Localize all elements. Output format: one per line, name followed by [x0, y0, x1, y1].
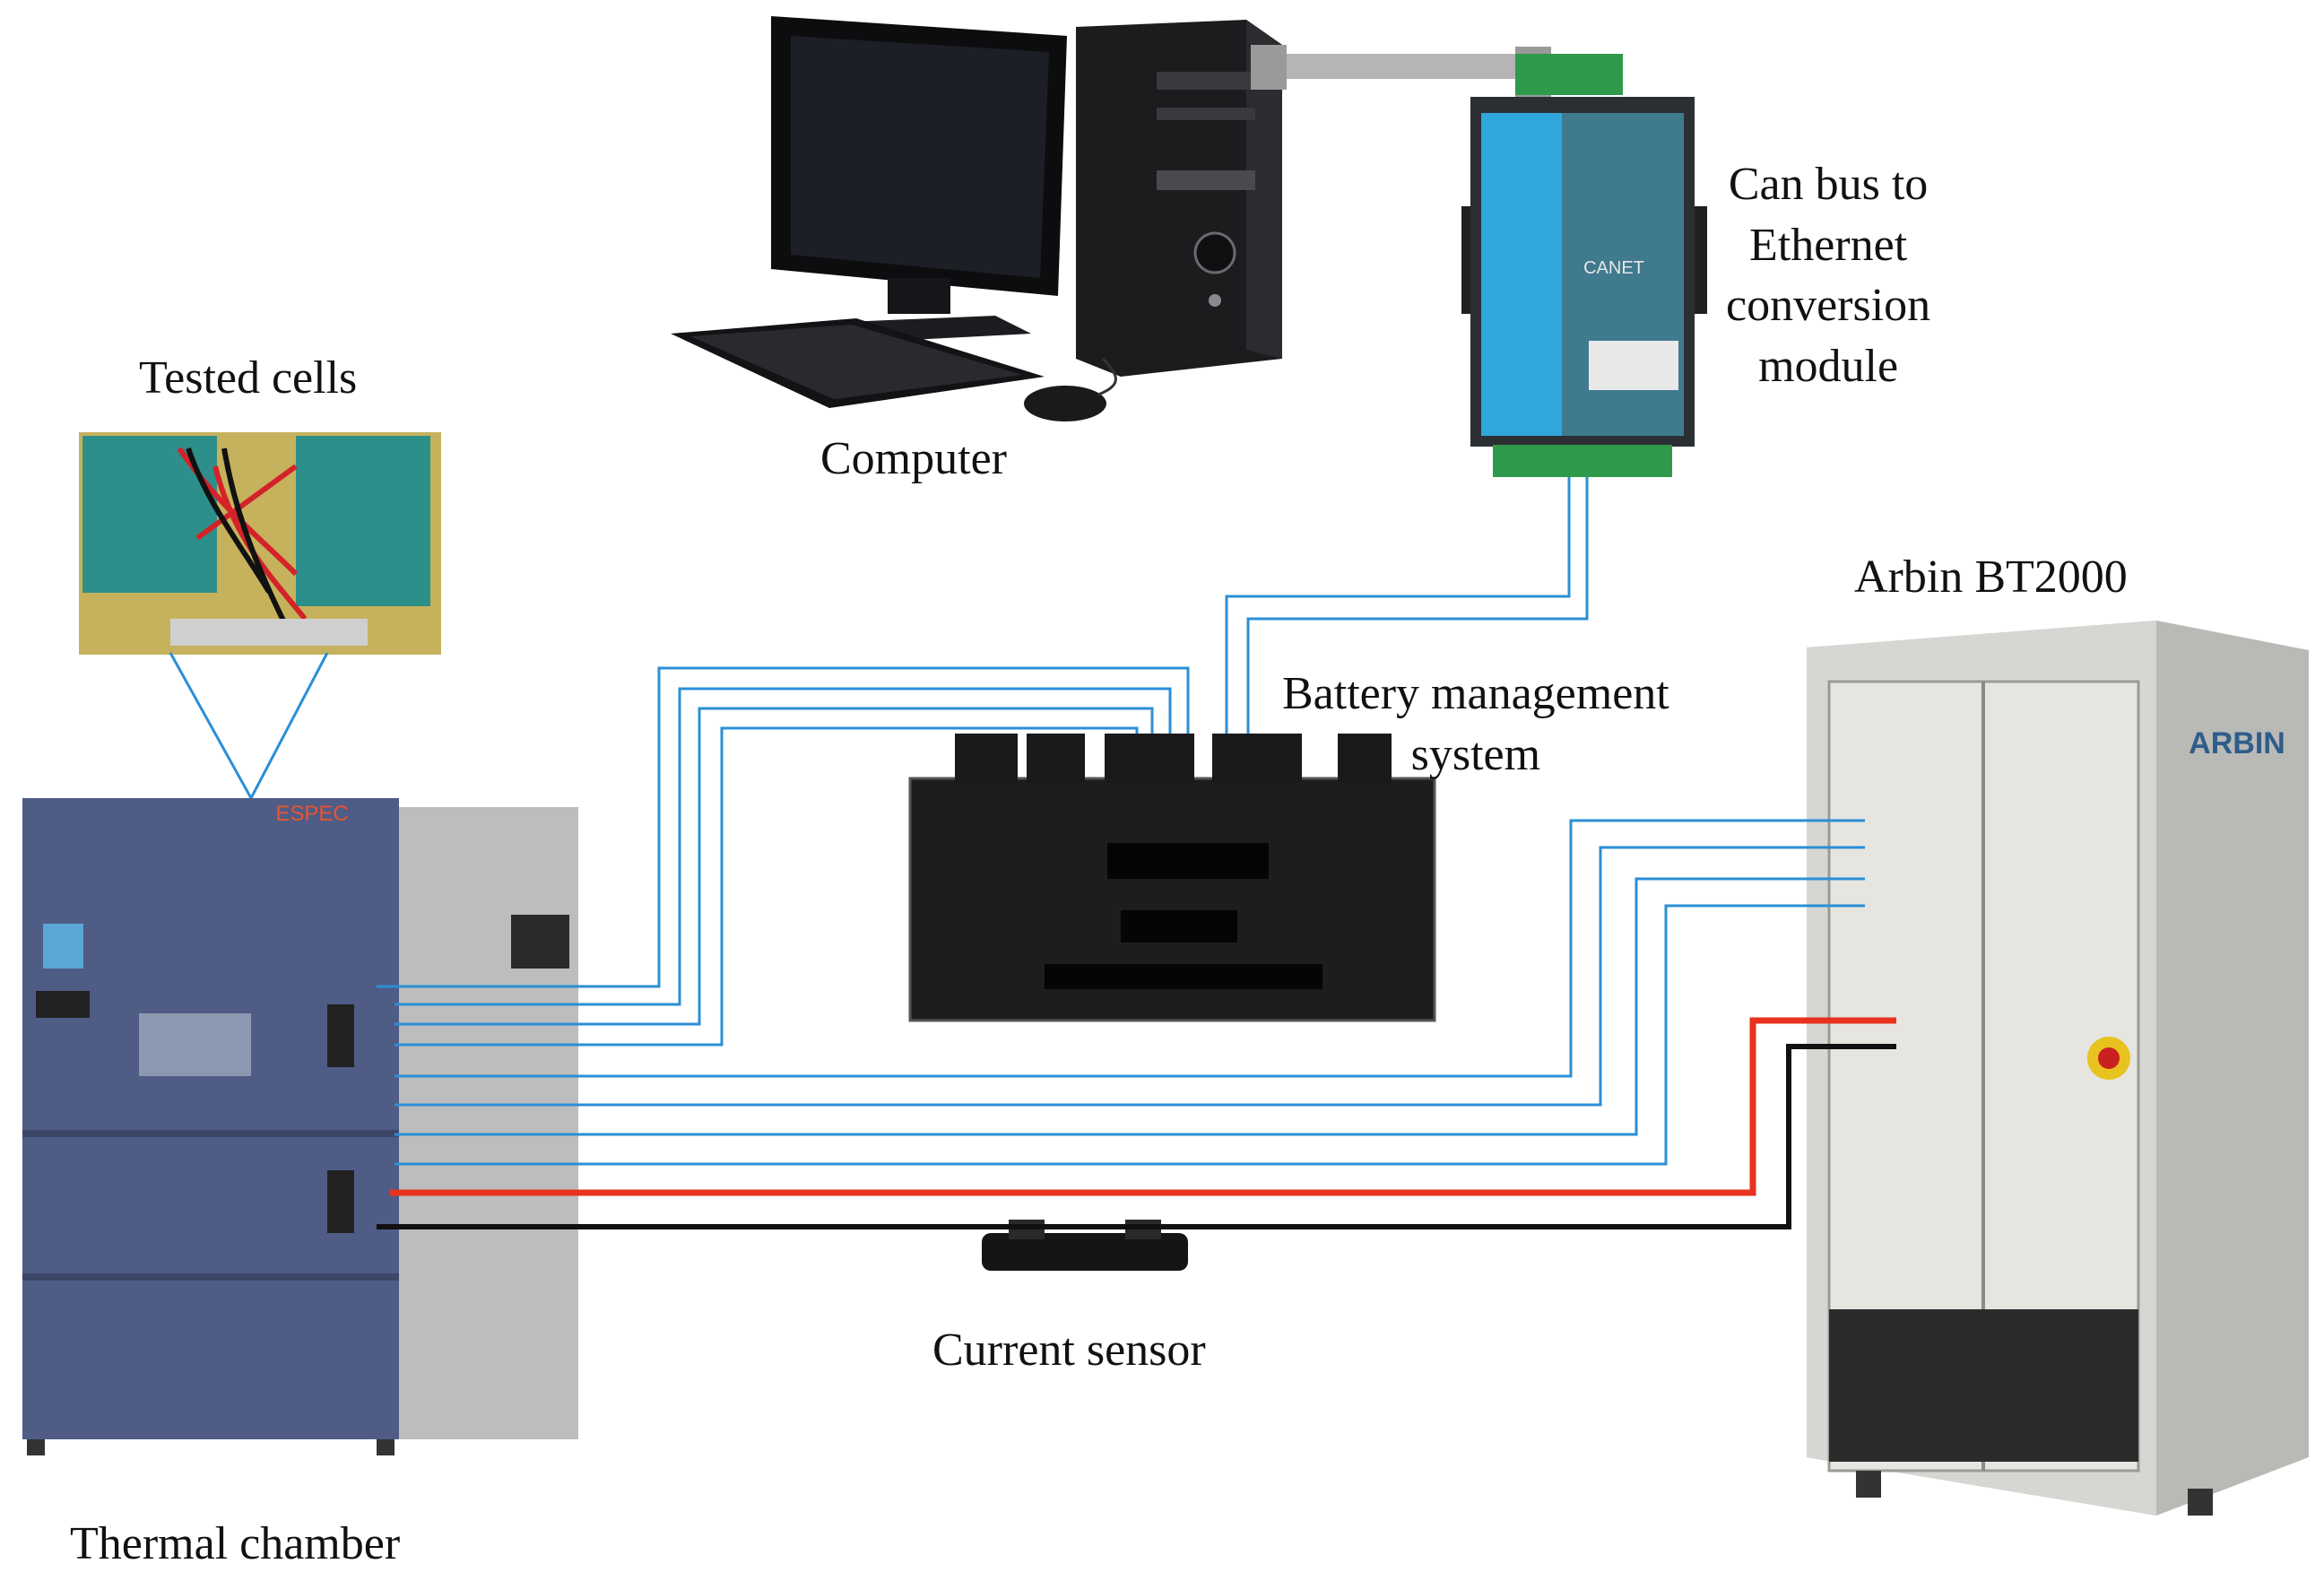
- tested-cells-label: Tested cells: [139, 352, 358, 404]
- wires-bms-to-can-module: [1225, 477, 1589, 734]
- wires-chamber-to-arbin: [395, 819, 1865, 1166]
- computer: [671, 16, 1282, 421]
- bms-label-line-1: Battery management: [1282, 668, 1669, 719]
- can-module: CANET: [1461, 54, 1707, 477]
- arbin-label: Arbin BT2000: [1854, 552, 2128, 603]
- computer-monitor: [771, 16, 1067, 343]
- bms-box: [908, 734, 1436, 1022]
- can-module-label-line-3: conversion: [1726, 280, 1931, 332]
- current-sensor-label: Current sensor: [932, 1325, 1206, 1376]
- computer-mouse: [1024, 386, 1106, 421]
- ethernet-cable: [1251, 45, 1551, 100]
- arbin-cycler: ARBIN: [1807, 621, 2309, 1516]
- can-module-label-line-2: Ethernet: [1749, 219, 1908, 271]
- thermal-chamber: ESPEC: [22, 798, 578, 1455]
- tested-cells-photo: [79, 432, 441, 655]
- computer-label: Computer: [820, 433, 1007, 484]
- chamber-brand-label: ESPEC: [275, 802, 348, 826]
- mouse-cable: [1097, 357, 1117, 396]
- bms-label: Battery management system: [1282, 664, 1669, 785]
- can-module-label-line-4: module: [1758, 340, 1899, 392]
- cells-pointer-line-left: [169, 652, 253, 799]
- bms-label-line-2: system: [1410, 728, 1541, 780]
- computer-tower: [1076, 20, 1282, 377]
- cells-pointer-line-right: [249, 652, 329, 799]
- wire-power-positive: [390, 1017, 1896, 1196]
- can-module-label: Can bus to Ethernet conversion module: [1726, 154, 1930, 396]
- can-module-model-label: CANET: [1583, 258, 1644, 278]
- wire-power-negative: [377, 1044, 1896, 1229]
- wires-chamber-to-bms: [377, 666, 1190, 1047]
- computer-keyboard: [671, 318, 1045, 408]
- can-module-label-line-1: Can bus to: [1728, 159, 1929, 210]
- thermal-chamber-label: Thermal chamber: [70, 1518, 401, 1569]
- arbin-brand-label: ARBIN: [2189, 726, 2285, 760]
